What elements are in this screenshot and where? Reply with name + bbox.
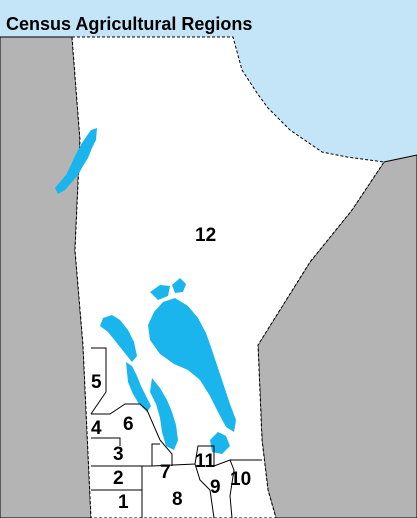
- region-label-7: 7: [160, 462, 171, 483]
- lake-manitoba: [126, 362, 151, 412]
- region-label-11: 11: [195, 451, 216, 472]
- lake-lac-du-bonnet: [210, 432, 230, 454]
- lake-winnipeg-south-basin: [150, 378, 178, 450]
- map-title: Census Agricultural Regions: [6, 14, 252, 34]
- region-label-2: 2: [113, 468, 124, 489]
- lake-winnipegosis: [100, 315, 137, 362]
- region-label-10: 10: [230, 469, 251, 490]
- lake-winnipeg: [148, 298, 236, 432]
- lake-reindeer: [55, 128, 97, 194]
- lake-cedar: [150, 285, 170, 300]
- region-label-1: 1: [118, 492, 129, 513]
- province-land: [71, 36, 385, 518]
- region-label-12: 12: [195, 225, 216, 246]
- region-boundaries: [90, 347, 262, 518]
- region-label-5: 5: [91, 372, 102, 393]
- region-label-8: 8: [172, 489, 183, 510]
- region-label-9: 9: [210, 477, 221, 498]
- region-label-6: 6: [123, 414, 134, 435]
- region-label-3: 3: [113, 444, 124, 465]
- lake-island: [172, 278, 186, 293]
- region-label-4: 4: [91, 418, 102, 439]
